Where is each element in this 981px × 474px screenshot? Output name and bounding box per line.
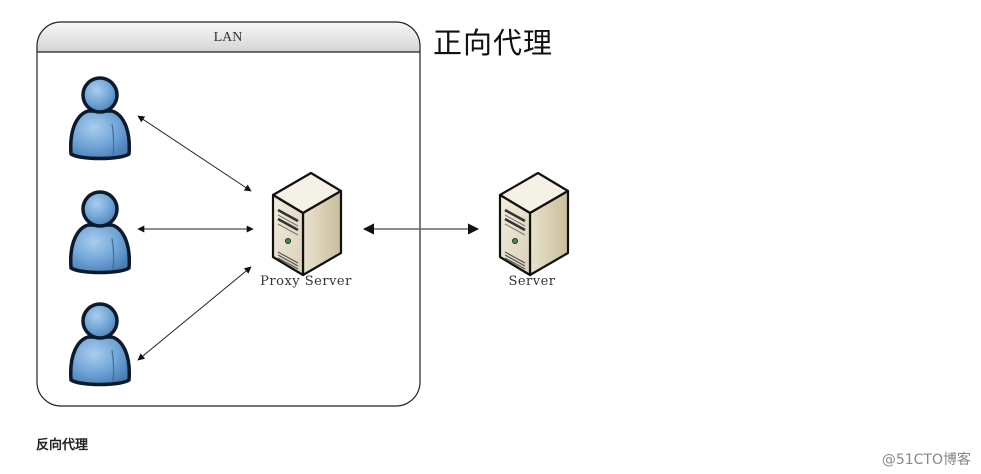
user-icon — [68, 76, 132, 161]
watermark: @51CTO博客 — [881, 452, 971, 468]
lan-group-label: LAN — [214, 30, 243, 45]
server-tower-icon — [498, 171, 570, 277]
connector-client-3-proxy — [137, 266, 252, 361]
diagram-title: 正向代理 — [433, 26, 554, 60]
server-label: Server — [508, 274, 555, 289]
server-tower-icon — [271, 171, 343, 277]
client-2[interactable] — [68, 190, 132, 275]
client-3[interactable] — [68, 302, 132, 387]
lan-group: LAN — [36, 21, 421, 407]
section-heading-reverse-proxy: 反向代理 — [36, 438, 89, 453]
proxy-server-label: Proxy Server — [260, 274, 352, 289]
lan-group-border — [36, 21, 421, 407]
client-1[interactable] — [68, 76, 132, 161]
connections — [137, 115, 480, 361]
user-icon — [68, 190, 132, 275]
user-icon — [68, 302, 132, 387]
proxy-server-node[interactable]: Proxy Server — [260, 171, 352, 289]
server-node[interactable]: Server — [498, 171, 570, 289]
lan-header-bar — [37, 22, 420, 52]
connector-client-1-proxy — [137, 115, 252, 192]
